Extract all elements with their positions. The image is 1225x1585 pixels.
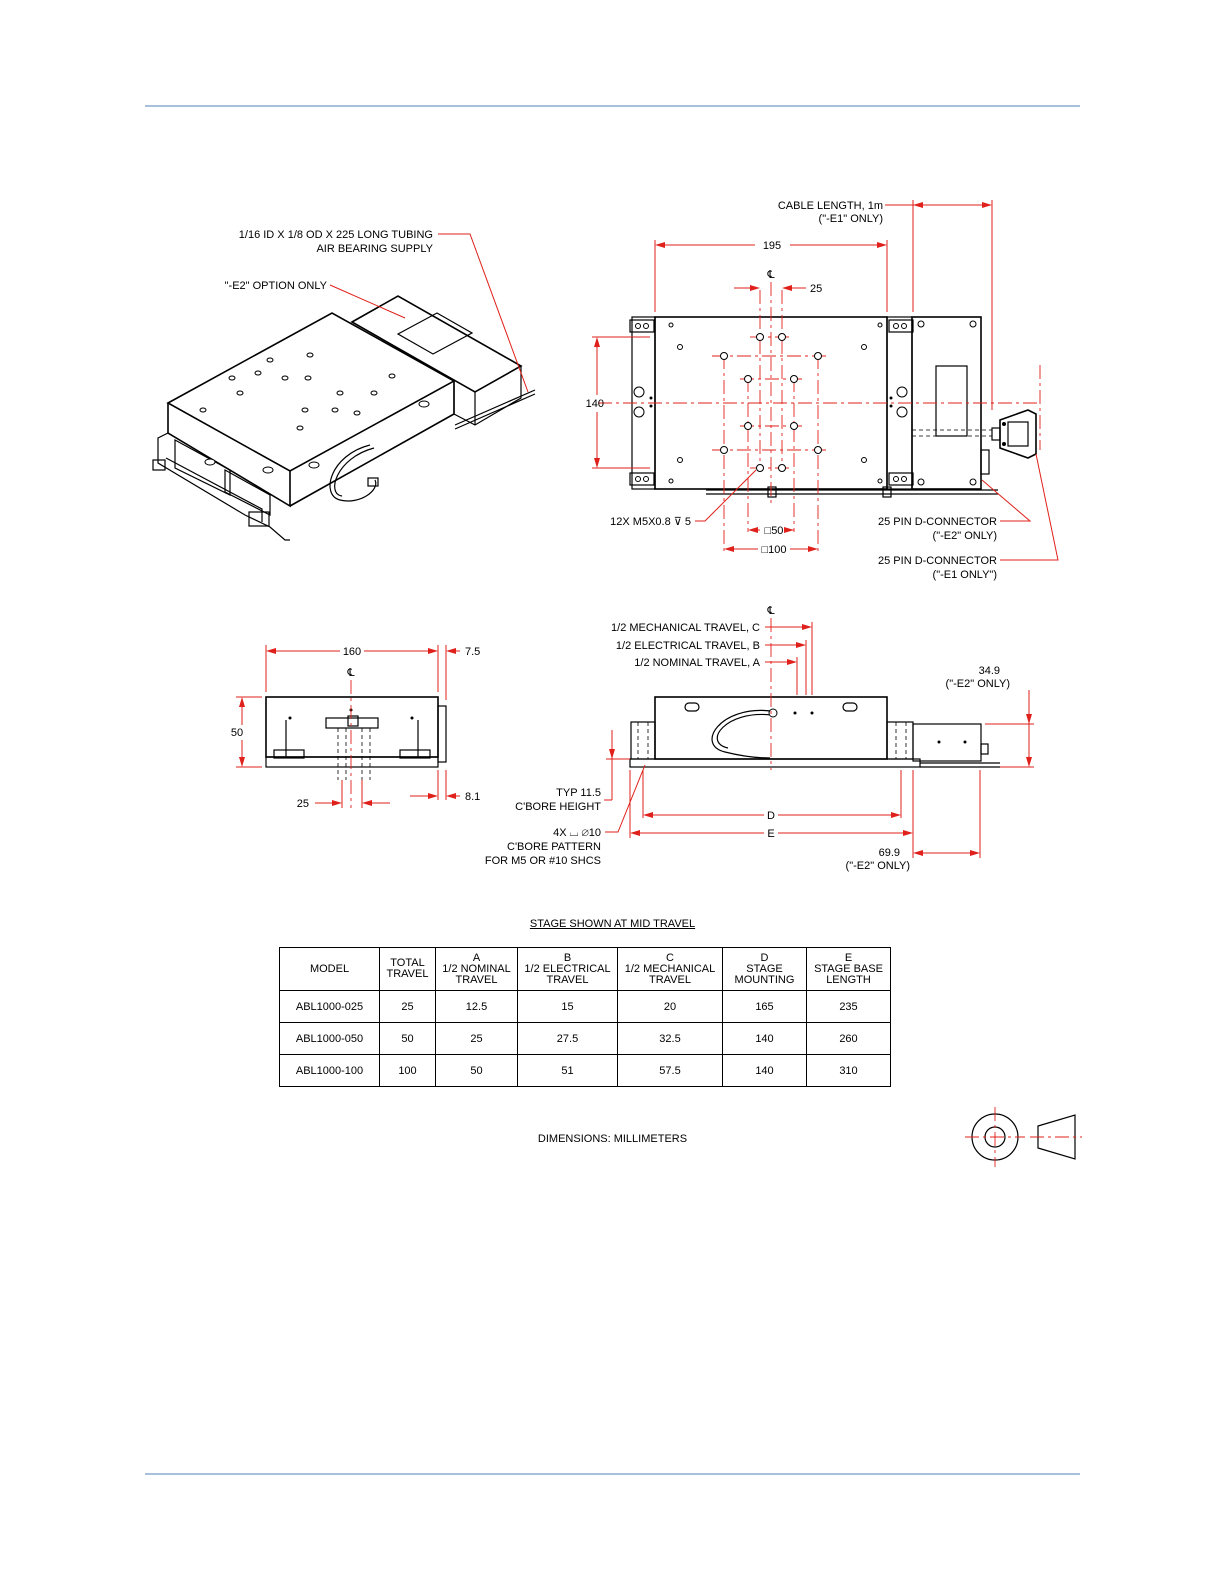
cell-a: 12.5	[435, 990, 518, 1023]
table-row: ABL1000-025 25 12.5 15 20 165 235	[279, 990, 891, 1023]
square-50-label: □50	[765, 525, 784, 537]
cell-d: 165	[722, 990, 807, 1023]
cbore-pattern-count: 4X ⌴ ∅10	[553, 827, 601, 839]
typ-11-5-label: TYP 11.5	[556, 787, 601, 799]
third-angle-projection-symbol	[965, 1107, 1082, 1167]
cell-e: 260	[806, 1022, 891, 1055]
header-stage-base-length: E STAGE BASE LENGTH	[806, 947, 891, 991]
dconnector-e1-note: ("-E1 ONLY")	[933, 569, 997, 581]
square-100-label: □100	[762, 544, 787, 556]
end-view	[236, 645, 460, 808]
cell-total-travel: 100	[379, 1054, 436, 1087]
cell-total-travel: 50	[379, 1022, 436, 1055]
dim-69-9-note: ("-E2" ONLY)	[846, 860, 910, 872]
dim-34-9-note: ("-E2" ONLY)	[946, 678, 1010, 690]
end-centerline-symbol: ℄	[346, 667, 354, 679]
dim-140: 140	[586, 398, 604, 410]
dconnector-e1-label: 25 PIN D-CONNECTOR	[878, 555, 997, 567]
cell-b: 15	[517, 990, 618, 1023]
top-view	[592, 200, 1059, 561]
mech-travel-label: 1/2 MECHANICAL TRAVEL, C	[611, 622, 760, 634]
cell-a: 50	[435, 1054, 518, 1087]
dconnector-e2-note: ("-E2" ONLY)	[933, 530, 997, 542]
dim-69-9: 69.9	[879, 847, 900, 859]
cell-model: ABL1000-025	[279, 990, 380, 1023]
tapped-holes-label: 12X M5X0.8 ⊽ 5	[610, 516, 691, 528]
elec-travel-label: 1/2 ELECTRICAL TRAVEL, B	[616, 640, 760, 652]
dim-25-end: 25	[297, 798, 309, 810]
dimensions-note: DIMENSIONS: MILLIMETERS	[537, 1133, 688, 1145]
e2-option-label: "-E2" OPTION ONLY	[225, 280, 328, 292]
cable-length-note: ("-E1" ONLY)	[819, 213, 883, 225]
header-model: MODEL	[279, 947, 380, 991]
cell-total-travel: 25	[379, 990, 436, 1023]
cell-model: ABL1000-100	[279, 1054, 380, 1087]
dim-d-label: D	[767, 810, 775, 822]
cell-a: 25	[435, 1022, 518, 1055]
table-row: ABL1000-100 100 50 51 57.5 140 310	[279, 1054, 891, 1087]
top-centerline-symbol: ℄	[766, 269, 774, 281]
cell-c: 32.5	[617, 1022, 723, 1055]
nom-travel-label: 1/2 NOMINAL TRAVEL, A	[634, 657, 760, 669]
dim-160: 160	[343, 646, 361, 658]
header-rule	[145, 105, 1080, 107]
air-bearing-label: AIR BEARING SUPPLY	[316, 243, 433, 255]
travel-table: MODEL TOTAL TRAVEL A 1/2 NOMINAL TRAVEL …	[279, 947, 891, 1087]
side-view	[604, 618, 1034, 858]
header-electrical-travel: B 1/2 ELECTRICAL TRAVEL	[517, 947, 618, 991]
cell-d: 140	[722, 1022, 807, 1055]
tapped-holes	[649, 322, 893, 484]
dim-8-1: 8.1	[465, 791, 480, 803]
dim-25-top: 25	[810, 283, 822, 295]
footer-rule	[145, 1473, 1080, 1475]
isometric-view	[152, 233, 536, 541]
header-mechanical-travel: C 1/2 MECHANICAL TRAVEL	[617, 947, 723, 991]
cbore-pattern-screws: FOR M5 OR #10 SHCS	[485, 855, 601, 867]
dim-50-end: 50	[231, 727, 243, 739]
header-stage-mounting: D STAGE MOUNTING	[722, 947, 807, 991]
dim-e-label: E	[767, 828, 774, 840]
side-centerline-symbol: ℄	[766, 605, 774, 617]
cell-b: 51	[517, 1054, 618, 1087]
cell-c: 20	[617, 990, 723, 1023]
cell-model: ABL1000-050	[279, 1022, 380, 1055]
header-total-travel: TOTAL TRAVEL	[379, 947, 436, 991]
dim-34-9: 34.9	[979, 665, 1000, 677]
cbore-pattern-label: C'BORE PATTERN	[507, 841, 601, 853]
cell-c: 57.5	[617, 1054, 723, 1087]
dim-7-5: 7.5	[465, 646, 480, 658]
tubing-label: 1/16 ID X 1/8 OD X 225 LONG TUBING	[239, 229, 433, 241]
cable-length-label: CABLE LENGTH, 1m	[778, 200, 883, 212]
table-title: STAGE SHOWN AT MID TRAVEL	[529, 918, 696, 930]
table-row: ABL1000-050 50 25 27.5 32.5 140 260	[279, 1022, 891, 1055]
dim-195: 195	[763, 240, 781, 252]
cbore-height-label: C'BORE HEIGHT	[515, 801, 601, 813]
cell-e: 235	[806, 990, 891, 1023]
table-header-row: MODEL TOTAL TRAVEL A 1/2 NOMINAL TRAVEL …	[279, 947, 891, 991]
iso-holes	[199, 352, 430, 474]
cell-e: 310	[806, 1054, 891, 1087]
header-nominal-travel: A 1/2 NOMINAL TRAVEL	[435, 947, 518, 991]
dconnector-e2-label: 25 PIN D-CONNECTOR	[878, 516, 997, 528]
cell-b: 27.5	[517, 1022, 618, 1055]
cell-d: 140	[722, 1054, 807, 1087]
